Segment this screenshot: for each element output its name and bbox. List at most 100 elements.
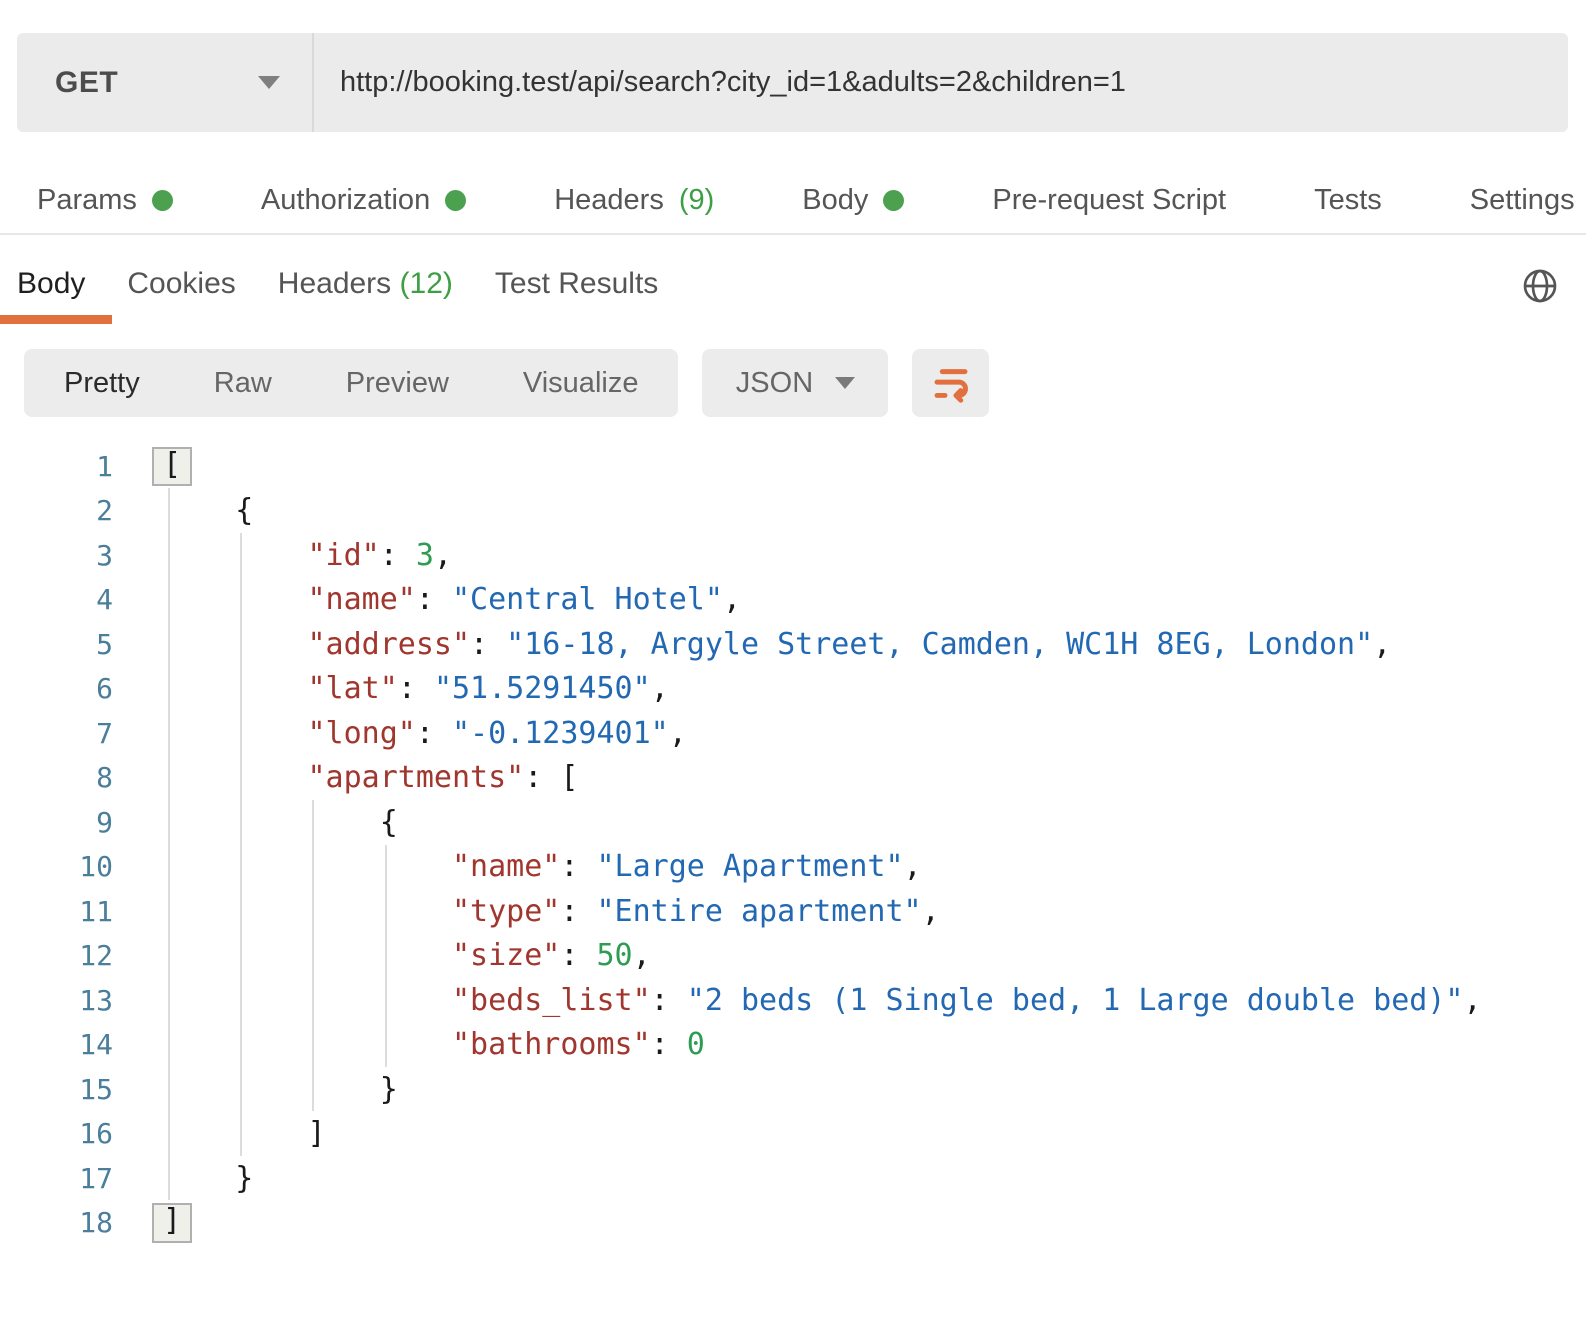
response-format-bar: Pretty Raw Preview Visualize JSON: [24, 349, 990, 417]
code-lines: 1[ 2 {3 "id": 3, 4 "name": "Central Hotel"…: [0, 444, 1586, 1245]
code-line: 14 "bathrooms": 0: [0, 1023, 1586, 1068]
line-number: 13: [79, 983, 113, 1017]
token-str: "-0.1239401": [452, 715, 669, 751]
chevron-down-icon: [835, 377, 856, 389]
tab-count: (12): [399, 267, 453, 300]
response-tabs: Body Cookies Headers (12) Test Results: [17, 256, 658, 312]
response-tab-test-results[interactable]: Test Results: [495, 267, 658, 301]
code-content: "name": "Central Hotel",: [163, 582, 741, 617]
method-dropdown[interactable]: GET: [17, 33, 314, 132]
token-punc: {: [163, 804, 398, 840]
line-number: 2: [96, 494, 113, 528]
token-num: 0: [686, 1027, 705, 1063]
indent-guide: [312, 800, 314, 1111]
indent-guide: [240, 533, 242, 1156]
tab-label: Headers: [277, 267, 392, 300]
token-key: "address": [163, 626, 471, 662]
code-line: 1[: [0, 444, 1586, 489]
tab-pre-request-script[interactable]: Pre-request Script: [992, 184, 1226, 217]
fold-marker[interactable]: ]: [152, 1203, 193, 1243]
format-preview[interactable]: Preview: [345, 366, 449, 399]
line-number: 12: [79, 939, 113, 973]
line-number: 17: [79, 1161, 113, 1195]
divider: [0, 233, 1586, 235]
tab-label: Headers: [554, 183, 664, 216]
token-key: "type": [163, 893, 561, 929]
response-body-editor[interactable]: 1[ 2 {3 "id": 3, 4 "name": "Central Hotel"…: [0, 444, 1586, 1245]
tab-label: Cookies: [127, 267, 236, 300]
format-raw[interactable]: Raw: [213, 366, 272, 399]
code-content: ]: [163, 1116, 326, 1152]
code-content: "apartments": [: [163, 760, 578, 795]
token-str: "16-18, Argyle Street, Camden, WC1H 8EG,…: [506, 626, 1374, 662]
tab-authorization[interactable]: Authorization: [261, 184, 467, 217]
line-number: 15: [79, 1072, 113, 1106]
token-punc: :: [470, 626, 507, 662]
token-punc: ,: [668, 715, 687, 751]
line-number: 5: [96, 627, 113, 661]
token-key: "name": [163, 849, 561, 885]
token-punc: ,: [903, 849, 922, 885]
code-content: ]: [152, 1203, 193, 1243]
code-content: "name": "Large Apartment",: [163, 849, 922, 884]
wrap-text-button[interactable]: [912, 349, 990, 417]
tab-label: Tests: [1314, 183, 1382, 216]
token-punc: ,: [650, 671, 669, 707]
tab-tests[interactable]: Tests: [1314, 184, 1382, 217]
language-select-value: JSON: [735, 366, 814, 399]
line-number: 3: [96, 538, 113, 572]
line-number: 10: [79, 850, 113, 884]
url-input[interactable]: http://booking.test/api/search?city_id=1…: [340, 66, 1126, 98]
response-tab-body[interactable]: Body: [17, 267, 85, 301]
tab-headers[interactable]: Headers (9): [554, 184, 714, 217]
token-punc: ,: [722, 582, 741, 618]
token-str: "2 beds (1 Single bed, 1 Large double be…: [686, 982, 1464, 1018]
status-dot: [883, 189, 905, 211]
token-key: "long": [163, 715, 416, 751]
code-content: "lat": "51.5291450",: [163, 671, 669, 707]
status-dot: [151, 189, 173, 211]
tab-settings[interactable]: Settings: [1470, 184, 1575, 217]
tab-label: Test Results: [494, 267, 659, 300]
wrap-text-icon: [934, 369, 968, 403]
language-select[interactable]: JSON: [702, 349, 889, 417]
token-punc: ]: [163, 1116, 326, 1152]
token-str: "Entire apartment": [596, 893, 922, 929]
token-punc: :: [650, 982, 687, 1018]
code-line: 13 "beds_list": "2 beds (1 Single bed, 1…: [0, 978, 1586, 1023]
response-tab-cookies[interactable]: Cookies: [127, 267, 235, 301]
token-punc: :: [560, 893, 597, 929]
globe-icon[interactable]: [1520, 266, 1560, 306]
code-line: 15 }: [0, 1067, 1586, 1112]
format-visualize[interactable]: Visualize: [522, 366, 639, 399]
code-line: 3 "id": 3,: [0, 533, 1586, 578]
code-content: [: [152, 446, 193, 486]
tab-params[interactable]: Params: [37, 184, 173, 217]
line-number: 16: [79, 1117, 113, 1151]
status-dot: [445, 189, 467, 211]
token-punc: }: [163, 1071, 398, 1107]
code-line: 17 }: [0, 1156, 1586, 1201]
response-tab-headers[interactable]: Headers (12): [278, 267, 453, 301]
token-key: "name": [163, 582, 416, 618]
fold-marker[interactable]: [: [152, 446, 193, 486]
code-line: 11 "type": "Entire apartment",: [0, 889, 1586, 934]
indent-guide: [168, 488, 170, 1200]
code-line: 12 "size": 50,: [0, 934, 1586, 979]
tab-label: Body: [17, 267, 86, 300]
tab-body[interactable]: Body: [802, 184, 905, 217]
chevron-down-icon: [258, 76, 280, 89]
token-key: "bathrooms": [163, 1027, 651, 1063]
token-num: 3: [415, 537, 434, 573]
active-tab-underline: [0, 315, 112, 324]
line-number: 4: [96, 583, 113, 617]
line-number: 9: [96, 805, 113, 839]
code-content: "bathrooms": 0: [163, 1027, 705, 1062]
token-punc: :: [379, 537, 416, 573]
request-tabs: Params Authorization Headers (9) Body Pr…: [37, 170, 1575, 230]
token-key: "id": [163, 537, 380, 573]
token-punc: }: [163, 1160, 254, 1196]
format-toggle-group: Pretty Raw Preview Visualize: [24, 349, 679, 417]
format-pretty[interactable]: Pretty: [64, 366, 140, 399]
